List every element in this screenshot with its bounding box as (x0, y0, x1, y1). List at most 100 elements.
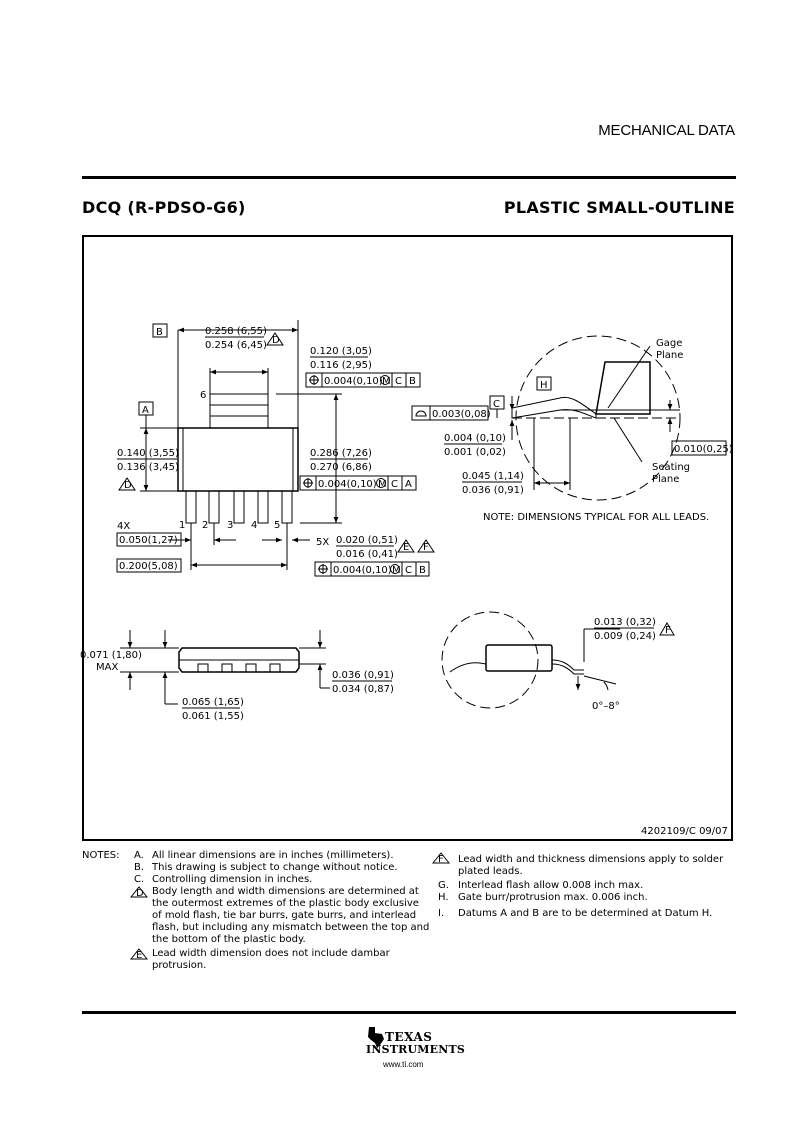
lead-w-min: 0.016 (0,41) (336, 549, 398, 560)
texas-state-icon (368, 1027, 384, 1048)
side-body (178, 647, 300, 673)
note-f-triangle-icon: F (432, 852, 450, 864)
coplanarity-value: 0.003(0,08) (432, 409, 491, 420)
gage-plane-1: Gage (656, 338, 682, 349)
note-a-text: All linear dimensions are in inches (mil… (152, 850, 394, 861)
lead-h-min: 0.034 (0,87) (332, 684, 394, 695)
note-f-key: F (438, 854, 444, 864)
standoff-max: 0.004 (0,10) (444, 433, 506, 444)
detail-lead (511, 396, 597, 419)
thick-max: 0.013 (0,32) (594, 617, 656, 628)
notes-label: NOTES: (82, 850, 120, 861)
ti-logo: TEXAS INSTRUMENTS www.ti.com (366, 1025, 466, 1071)
doc-id: 4202109/C 09/07 (641, 826, 728, 837)
lead-h-max: 0.036 (0,91) (332, 670, 394, 681)
gage-tol-value: 0.010(0,25) (674, 444, 733, 455)
drawing-frame (82, 235, 733, 841)
note-g-text: Interlead flash allow 0.008 inch max. (458, 880, 644, 891)
pitch-value: 0.050(1,27) (119, 535, 178, 546)
note-d-triangle-icon: D (130, 886, 148, 898)
note-i-key: I. (438, 908, 445, 919)
tab-outline (209, 393, 269, 429)
note-e-line-1: Lead width dimension does not include da… (152, 948, 390, 959)
note-e-triangle-icon: E (130, 948, 148, 960)
pin-1-label: 1 (179, 520, 185, 531)
note-d-line-3: of mold flash, tie bar burrs, gate burrs… (152, 910, 417, 921)
lead-count: 5X (316, 537, 329, 548)
datum-a-label: A (142, 405, 149, 416)
top-body (177, 427, 299, 492)
dim-body-len-max: 0.258 (6,55) (205, 326, 267, 337)
fcf-mid-value: 0.004(0,10) (318, 479, 377, 490)
datum-c-label: C (493, 399, 500, 410)
body-h-max: 0.065 (1,65) (182, 697, 244, 708)
span-value: 0.200(5,08) (119, 561, 178, 572)
thick-min: 0.009 (0,24) (594, 631, 656, 642)
fcf-top-m: M (382, 376, 391, 387)
fcf-mid-c: C (391, 479, 398, 490)
note-e-line-2: protrusion. (152, 960, 207, 971)
fcf-top-b: B (409, 376, 416, 387)
detail-body (595, 361, 651, 415)
note-a-key: A. (134, 850, 144, 861)
fcf-top-value: 0.004(0,10) (324, 376, 383, 387)
dim-tab-min: 0.116 (2,95) (310, 360, 372, 371)
note-d-line-2: the outermost extremes of the plastic bo… (152, 898, 419, 909)
note-h-key: H. (438, 892, 449, 903)
pitch-count: 4X (117, 521, 130, 532)
note-e-triangle: E (403, 542, 409, 553)
dim-tab-max: 0.120 (3,05) (310, 346, 372, 357)
note-d-line-5: the bottom of the plastic body. (152, 934, 306, 945)
footer-rule (82, 1011, 736, 1014)
note-f-triangle: F (423, 542, 429, 553)
dim-body-w-min: 0.136 (3,45) (117, 462, 179, 473)
dim-body-len-min: 0.254 (6,45) (205, 340, 267, 351)
datum-b-label: B (156, 327, 163, 338)
footer-url[interactable]: www.ti.com (383, 1060, 424, 1069)
pin-3-label: 3 (227, 520, 233, 531)
fcf-top-c: C (395, 376, 402, 387)
note-e-key: E (136, 950, 142, 960)
note-d-triangle: D (272, 335, 280, 346)
seating-plane-1: Seating (652, 462, 690, 473)
angle-value: 0°–8° (592, 701, 620, 712)
fcf-bot-value: 0.004(0,10) (333, 565, 392, 576)
gage-plane-2: Plane (656, 350, 683, 361)
note-f-line-1: Lead width and thickness dimensions appl… (458, 854, 724, 865)
lead-w-max: 0.020 (0,51) (336, 535, 398, 546)
pin-4-label: 4 (251, 520, 257, 531)
note-i-text: Datums A and B are to be determined at D… (458, 908, 713, 919)
fcf-bot-c: C (405, 565, 412, 576)
typical-note: NOTE: DIMENSIONS TYPICAL FOR ALL LEADS. (483, 512, 709, 523)
height-max: 0.071 (1,80) (80, 650, 142, 661)
pin-2-label: 2 (202, 520, 208, 531)
brand-line-2: INSTRUMENTS (366, 1043, 466, 1056)
brand-line-1: TEXAS (385, 1030, 433, 1044)
package-code: DCQ (R-PDSO-G6) (82, 198, 246, 217)
seating-plane-2: Plane (652, 474, 679, 485)
package-type: PLASTIC SMALL-OUTLINE (503, 198, 735, 217)
lead-1 (185, 490, 197, 524)
end-body (485, 644, 553, 672)
note-d-key: D (136, 888, 144, 898)
note-b-key: B. (134, 862, 145, 873)
fcf-bot-b: B (419, 565, 426, 576)
lead-2 (208, 490, 220, 524)
lead-5 (281, 490, 293, 524)
note-b-text: This drawing is subject to change withou… (152, 862, 398, 873)
foot-max: 0.045 (1,14) (462, 471, 524, 482)
fcf-mid-a: A (405, 479, 412, 490)
end-detail-circle (441, 611, 539, 709)
note-g-key: G. (438, 880, 449, 891)
height-max-label: MAX (96, 662, 118, 673)
foot-min: 0.036 (0,91) (462, 485, 524, 496)
dim-body-w-max: 0.140 (3,55) (117, 448, 179, 459)
lead-4 (257, 490, 269, 524)
section-header: MECHANICAL DATA (598, 122, 735, 139)
datum-h-label: H (540, 380, 548, 391)
header-rule (82, 176, 736, 179)
lead-3 (233, 490, 245, 524)
standoff-min: 0.001 (0,02) (444, 447, 506, 458)
note-d-triangle-2: D (124, 480, 132, 491)
